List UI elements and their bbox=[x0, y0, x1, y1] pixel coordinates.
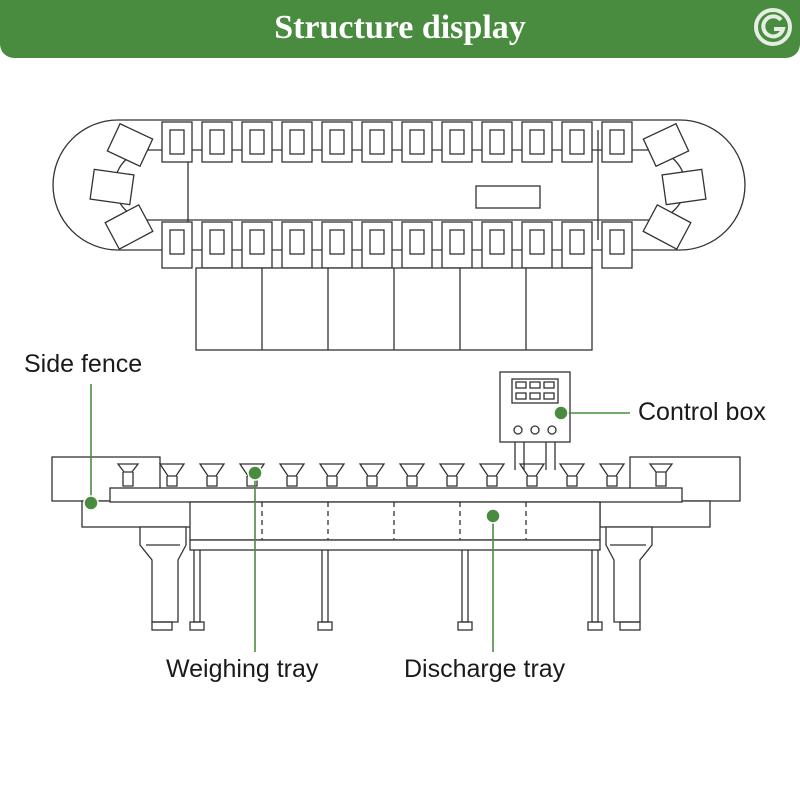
callout-lines bbox=[90, 384, 630, 652]
right-chute bbox=[605, 526, 653, 631]
outer-track bbox=[52, 119, 746, 251]
callout-dot-discharge-tray bbox=[485, 508, 501, 524]
right-end-buckets bbox=[642, 122, 707, 251]
discharge-tray-label: Discharge tray bbox=[404, 655, 566, 683]
callout-dot-control-box bbox=[553, 405, 569, 421]
conveyor-bar bbox=[109, 487, 683, 503]
weighing-tray-row bbox=[116, 463, 674, 487]
weighing-tray-label: Weighing tray bbox=[166, 655, 319, 683]
top-view bbox=[52, 119, 746, 351]
title-banner bbox=[0, 0, 800, 58]
callout-dot-weighing-tray bbox=[247, 465, 263, 481]
callout-dots bbox=[83, 405, 569, 524]
callout-dot-side-fence bbox=[83, 495, 99, 511]
control-box-label: Control box bbox=[638, 398, 766, 426]
discharge-tray-row bbox=[189, 501, 601, 541]
control-box bbox=[499, 371, 571, 470]
left-chute bbox=[139, 526, 187, 631]
side-fence-label: Side fence bbox=[24, 350, 143, 378]
side-view bbox=[51, 371, 741, 631]
top-bucket-row bbox=[161, 121, 633, 163]
page-title: Structure display bbox=[274, 9, 526, 46]
support-legs bbox=[189, 550, 603, 631]
left-end-buckets bbox=[89, 122, 154, 251]
top-view-display-panel bbox=[475, 185, 541, 209]
bottom-bucket-row bbox=[161, 221, 633, 269]
top-view-discharge-bins bbox=[195, 267, 593, 351]
company-logo-icon bbox=[754, 8, 792, 46]
